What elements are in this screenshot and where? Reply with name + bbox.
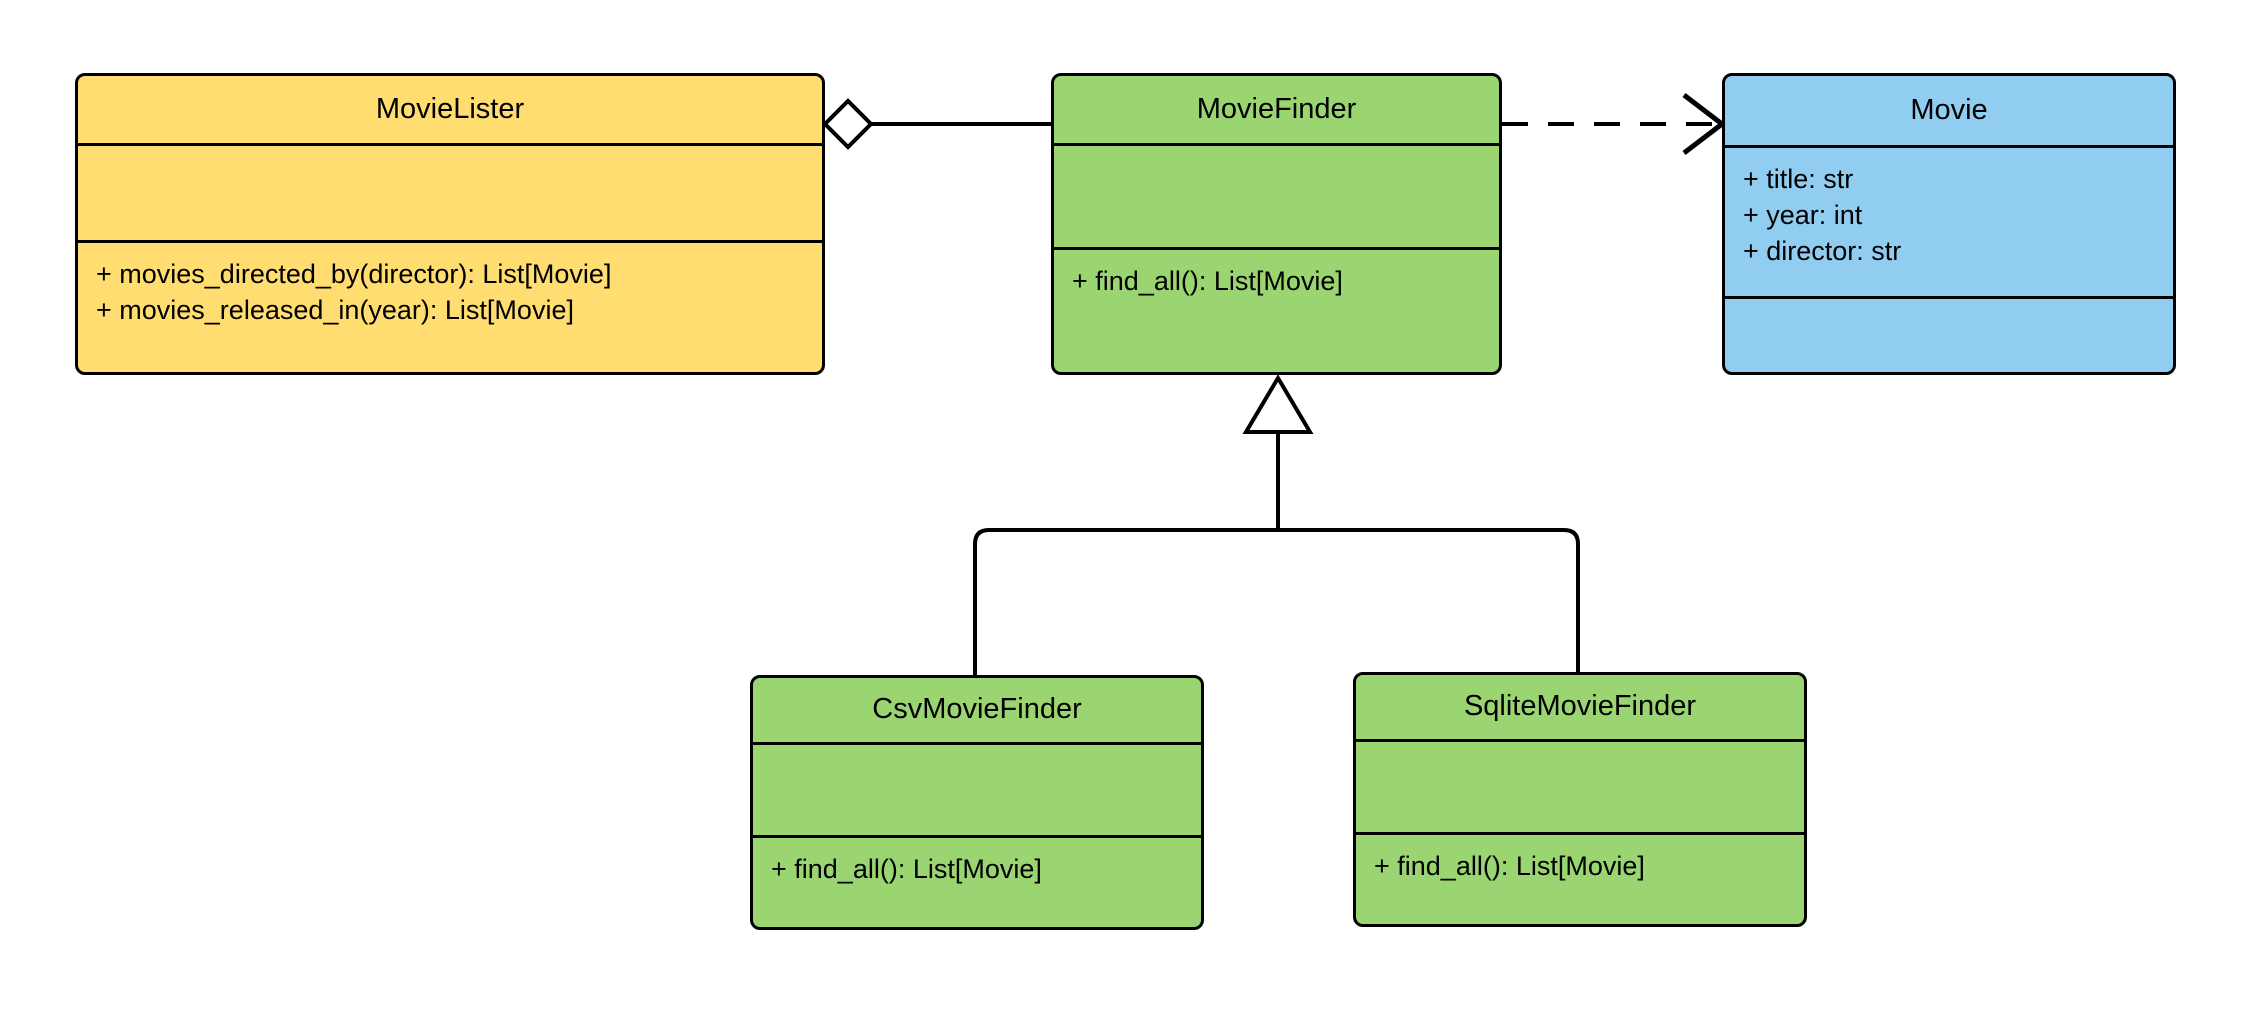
class-name-compartment-movie: Movie — [1725, 76, 2173, 145]
attributes-compartment-csvmoviefinder — [753, 742, 1201, 835]
hollow-diamond-icon — [822, 98, 874, 150]
method-item: + find_all(): List[Movie] — [771, 854, 1042, 884]
method-item: + find_all(): List[Movie] — [1374, 851, 1645, 881]
method-item: + movies_released_in(year): List[Movie] — [96, 294, 574, 325]
methods-compartment-moviefinder: + find_all(): List[Movie] — [1054, 247, 1499, 372]
methods-compartment-movie — [1725, 296, 2173, 372]
class-name-compartment-csvmoviefinder: CsvMovieFinder — [753, 678, 1201, 742]
aggregation-connector-movielister-moviefinder — [822, 98, 1051, 150]
open-arrowhead-icon — [1682, 93, 1727, 155]
class-name-moviefinder: MovieFinder — [1196, 92, 1357, 125]
class-name-compartment-moviefinder: MovieFinder — [1054, 76, 1499, 143]
dependency-connector-moviefinder-movie — [1502, 93, 1727, 155]
class-box-movielister[interactable]: MovieLister + movies_directed_by(directo… — [75, 73, 825, 375]
class-name-sqlitemoviefinder: SqliteMovieFinder — [1463, 690, 1697, 723]
attribute-item: + title: str — [1743, 164, 1854, 194]
attributes-compartment-moviefinder — [1054, 143, 1499, 247]
attributes-compartment-movie: + title: str + year: int + director: str — [1725, 145, 2173, 296]
class-name-compartment-movielister: MovieLister — [78, 76, 822, 143]
hollow-triangle-icon — [1242, 374, 1314, 434]
methods-compartment-sqlitemoviefinder: + find_all(): List[Movie] — [1356, 832, 1804, 924]
methods-compartment-movielister: + movies_directed_by(director): List[Mov… — [78, 240, 822, 372]
generalization-branch-sqlite — [1278, 528, 1580, 675]
class-box-sqlitemoviefinder[interactable]: SqliteMovieFinder + find_all(): List[Mov… — [1353, 672, 1807, 927]
class-name-movie: Movie — [1910, 93, 1988, 126]
attributes-compartment-movielister — [78, 143, 822, 240]
generalization-connector-tree — [973, 374, 1580, 675]
generalization-branch-csv — [973, 528, 1278, 675]
class-box-moviefinder[interactable]: MovieFinder + find_all(): List[Movie] — [1051, 73, 1502, 375]
attribute-item: + year: int — [1743, 199, 1863, 230]
method-item: + find_all(): List[Movie] — [1072, 266, 1343, 296]
attributes-compartment-sqlitemoviefinder — [1356, 739, 1804, 832]
class-name-compartment-sqlitemoviefinder: SqliteMovieFinder — [1356, 675, 1804, 739]
methods-compartment-csvmoviefinder: + find_all(): List[Movie] — [753, 835, 1201, 927]
class-name-csvmoviefinder: CsvMovieFinder — [872, 693, 1082, 726]
method-item: + movies_directed_by(director): List[Mov… — [96, 259, 612, 289]
class-box-movie[interactable]: Movie + title: str + year: int + directo… — [1722, 73, 2176, 375]
class-box-csvmoviefinder[interactable]: CsvMovieFinder + find_all(): List[Movie] — [750, 675, 1204, 930]
class-name-movielister: MovieLister — [375, 92, 525, 125]
attribute-item: + director: str — [1743, 235, 1902, 266]
